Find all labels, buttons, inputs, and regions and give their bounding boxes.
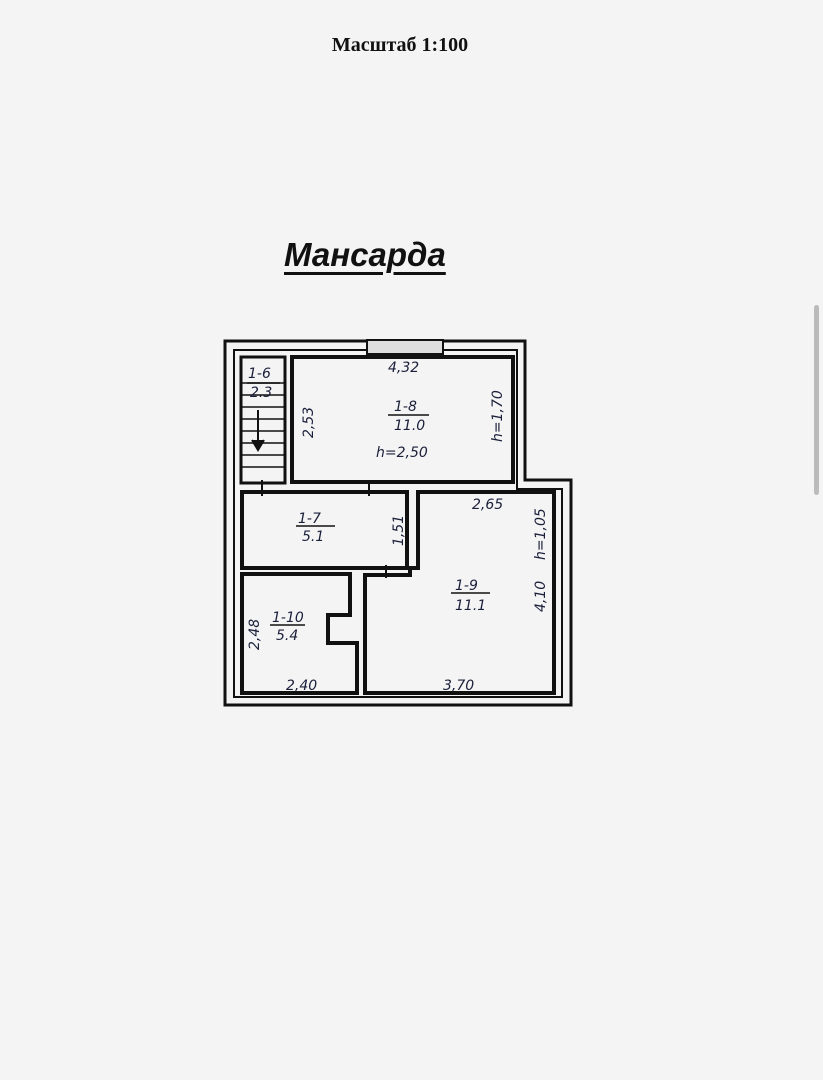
room-1-10-id: 1-10 [272, 610, 304, 626]
room-1-9-id: 1-9 [455, 578, 478, 594]
dim-1-9-bottom: 3,70 [443, 678, 474, 694]
room-1-8-area: 11.0 [394, 418, 425, 434]
stair-arrow-icon [251, 410, 265, 452]
dim-1-8-top: 4,32 [388, 360, 419, 376]
dim-1-10-left: 2,48 [247, 619, 263, 650]
dim-1-10-bottom: 2,40 [286, 678, 317, 694]
room-1-7-area: 5.1 [302, 529, 324, 545]
floor-title: Мансарда [284, 236, 446, 273]
scrollbar[interactable] [814, 305, 819, 495]
room-1-8 [290, 355, 515, 484]
dim-1-9-height: h=1,05 [533, 508, 549, 560]
room-1-8-id: 1-8 [394, 399, 417, 415]
room-1-7 [240, 490, 409, 570]
dim-1-8-right: h=1,70 [490, 390, 506, 442]
room-1-6-area: 2.3 [250, 385, 272, 401]
outer-wall-inner [233, 349, 563, 698]
dim-1-8-left: 2,53 [301, 407, 317, 438]
room-1-9 [363, 490, 556, 695]
room-1-10-area: 5.4 [276, 628, 298, 644]
door-marks [261, 480, 387, 578]
dim-1-9-right: 4,10 [533, 581, 549, 612]
outer-wall [223, 339, 573, 707]
room-1-9-area: 11.1 [455, 598, 486, 614]
room-1-7-id: 1-7 [298, 511, 321, 527]
scale-label: Масштаб 1:100 [331, 34, 469, 56]
dim-1-9-top: 2,65 [472, 497, 503, 513]
dim-1-7-right: 1,51 [391, 515, 407, 546]
window [366, 339, 444, 355]
room-1-6-id: 1-6 [248, 366, 271, 382]
room-1-10 [240, 572, 359, 695]
room-1-8-height: h=2,50 [376, 445, 428, 461]
